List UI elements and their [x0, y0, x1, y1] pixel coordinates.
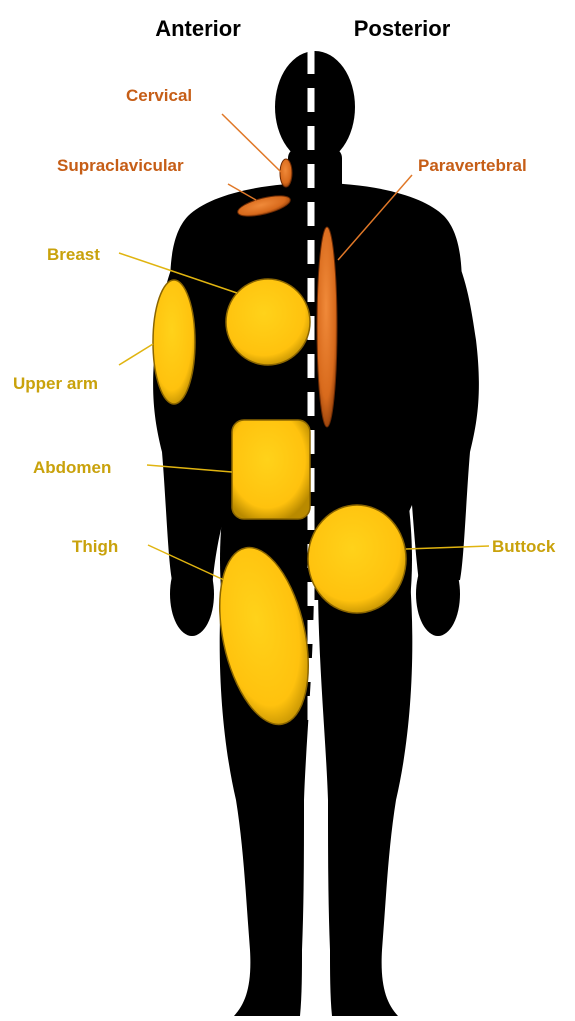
thigh-label: Thigh: [72, 537, 118, 556]
abdomen-label: Abdomen: [33, 458, 111, 477]
anterior-heading: Anterior: [155, 16, 241, 41]
posterior-heading: Posterior: [354, 16, 451, 41]
upper-arm-label: Upper arm: [13, 374, 98, 393]
cervical-region: [280, 159, 292, 187]
buttock-region: [308, 505, 406, 613]
breast-label: Breast: [47, 245, 100, 264]
paravertebral-region: [317, 227, 337, 427]
upper-arm-region: [153, 280, 195, 404]
upper-arm-leader: [119, 344, 153, 365]
cervical-leader: [222, 114, 281, 172]
abdomen-region: [232, 420, 310, 519]
supraclavicular-label: Supraclavicular: [57, 156, 184, 175]
buttock-label: Buttock: [492, 537, 556, 556]
breast-region: [226, 279, 310, 365]
paravertebral-label: Paravertebral: [418, 156, 527, 175]
cervical-label: Cervical: [126, 86, 192, 105]
